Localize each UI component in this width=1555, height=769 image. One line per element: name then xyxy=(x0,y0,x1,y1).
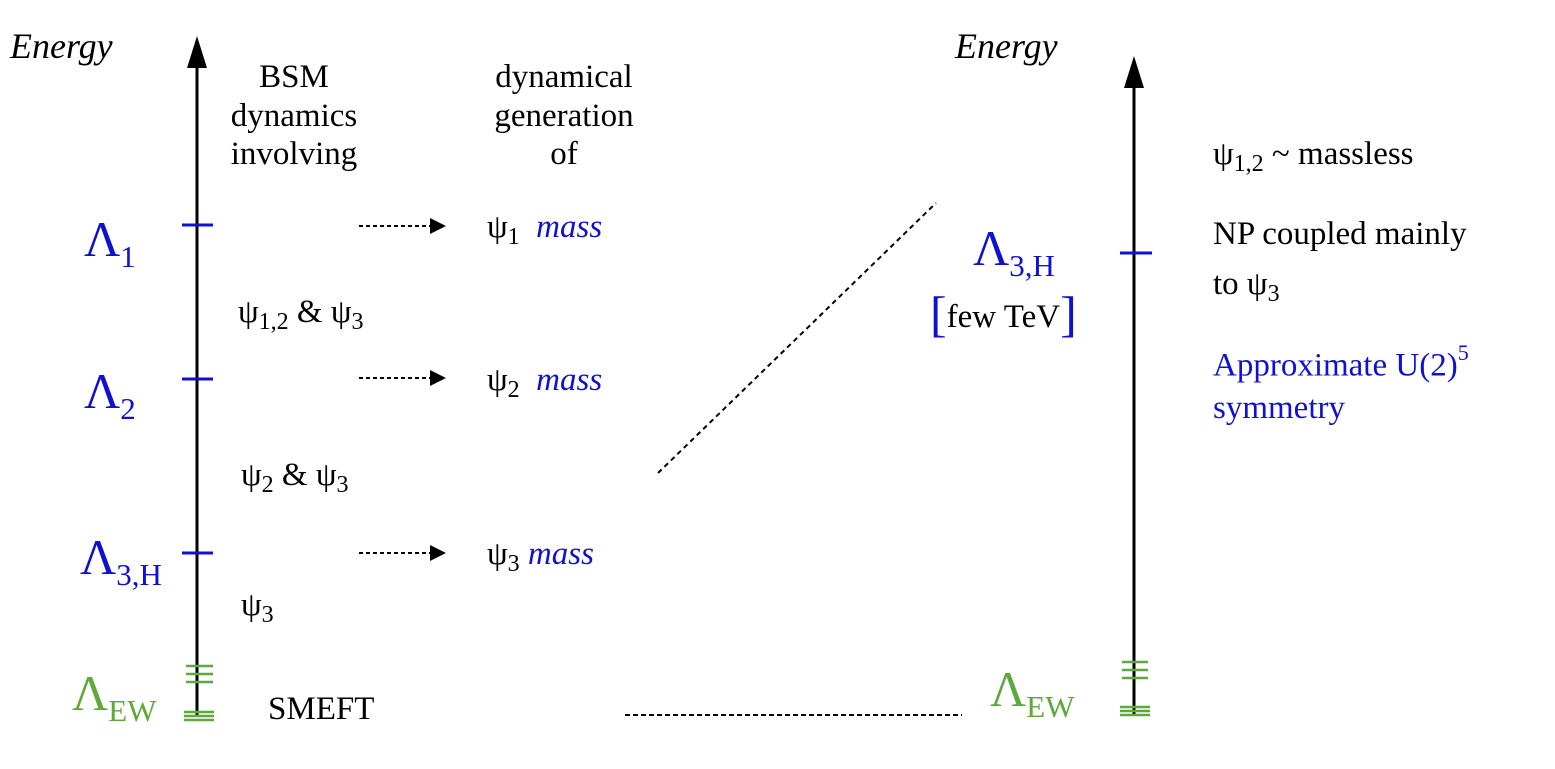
dynamics-psi3: ψ3 xyxy=(241,587,274,629)
dynamics-psi12-psi3: ψ1,2 & ψ3 xyxy=(238,294,364,336)
np-coupled-line1: NP coupled mainly xyxy=(1213,216,1467,252)
left-axis-label: Energy xyxy=(10,26,113,66)
header-gen-line-3: of xyxy=(550,136,578,173)
header-bsm-line-3: involving xyxy=(230,136,358,173)
generated-psi1-mass: ψ1 mass xyxy=(487,209,603,251)
few-tev-label: [few TeV] xyxy=(930,286,1077,342)
generated-psi2-mass: ψ2 mass xyxy=(487,362,603,404)
ew-ticks-left xyxy=(184,664,214,722)
dynamics-psi2-psi3: ψ2 & ψ3 xyxy=(241,457,349,499)
scale-lambda-EW: ΛEW xyxy=(72,665,157,728)
header-bsm-line-1: BSM xyxy=(259,59,329,95)
header-dynamical-generation: dynamical generation of xyxy=(479,58,649,174)
scale-lambda-2: Λ2 xyxy=(84,363,136,426)
header-bsm-dynamics: BSM dynamics involving xyxy=(214,58,374,174)
mass-arrows xyxy=(359,218,446,561)
ew-ticks-right xyxy=(1120,660,1150,717)
left-axis-arrowhead xyxy=(187,36,207,68)
header-gen-line-1: dynamical xyxy=(495,59,633,95)
symmetry-line1: Approximate U(2)5 xyxy=(1213,340,1469,384)
right-axis-arrowhead xyxy=(1124,56,1144,88)
np-coupled-line2: to ψ3 xyxy=(1213,266,1280,308)
smeft-label: SMEFT xyxy=(268,691,375,727)
connector-diagonal xyxy=(657,202,937,474)
scale-lambda-1: Λ1 xyxy=(84,211,136,274)
header-gen-line-2: generation xyxy=(494,97,634,134)
massless-label: ψ1,2 ~ massless xyxy=(1213,136,1414,178)
symmetry-line2: symmetry xyxy=(1213,390,1345,426)
generated-psi3-mass: ψ3 mass xyxy=(487,536,594,578)
right-scale-lambda-EW: ΛEW xyxy=(990,661,1075,724)
scale-lambda-3H: Λ3,H xyxy=(80,529,162,592)
right-axis-label: Energy xyxy=(955,26,1058,66)
right-scale-lambda-3H: Λ3,H xyxy=(973,220,1055,283)
header-bsm-line-2: dynamics xyxy=(230,97,358,134)
